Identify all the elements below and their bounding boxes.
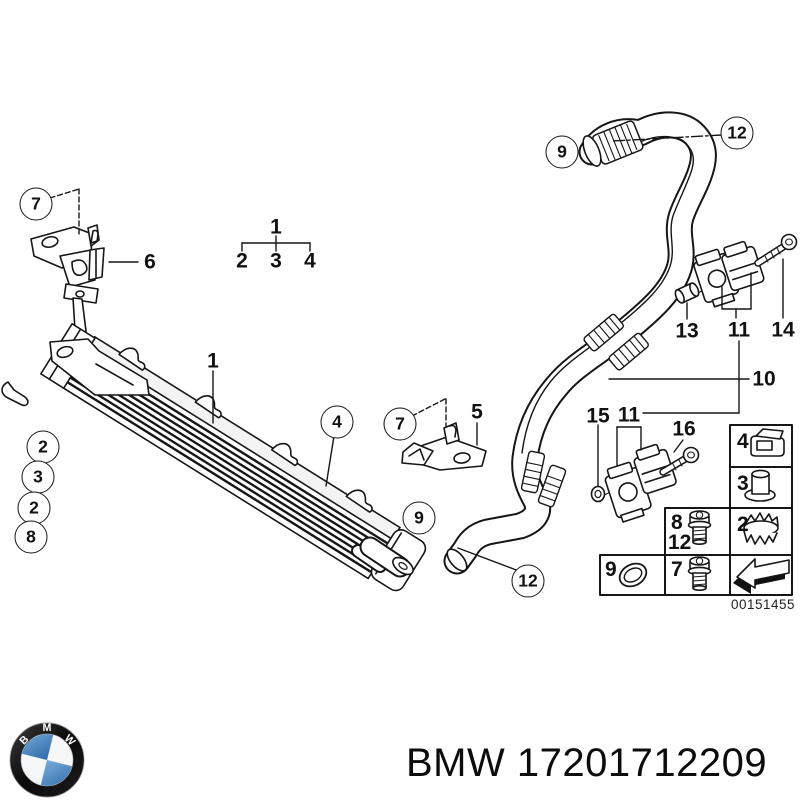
callout-9-top: 9	[545, 135, 579, 169]
star-nut-icon	[743, 512, 779, 545]
label-3-tree: 3	[270, 249, 282, 273]
label-6: 6	[144, 250, 156, 274]
callout-2-lower: 2	[17, 491, 51, 525]
label-2-tree: 2	[236, 249, 248, 273]
legend-num-9: 9	[605, 558, 617, 581]
label-4-tree: 4	[304, 249, 316, 273]
grommet-icon	[744, 469, 776, 502]
callout-3: 3	[21, 460, 55, 494]
direction-arrow-icon	[733, 558, 790, 594]
bolt-icon-7	[687, 556, 712, 591]
leader-lines	[49, 134, 784, 572]
legend-num-7: 7	[671, 558, 683, 581]
bolt-icon-8-12	[687, 510, 712, 545]
image-number: 00151455	[731, 597, 796, 612]
bolt-16-drawing	[659, 446, 700, 476]
cooler-spring-clips	[118, 347, 373, 513]
hose-pair-drawing	[443, 111, 717, 575]
cooler-pipe-stub	[351, 536, 414, 578]
part-number-title: BMW 17201712209	[406, 741, 768, 785]
callout-12-bottom: 12	[511, 564, 545, 598]
bolt-14-drawing	[754, 233, 798, 267]
callout-4: 4	[320, 405, 354, 439]
lower-clip-set-drawing	[590, 443, 700, 523]
legend-num-3: 3	[737, 472, 749, 495]
legend-num-4: 4	[737, 430, 749, 453]
callout-7-bracket5: 7	[383, 407, 417, 441]
callout-12-top: 12	[720, 116, 754, 150]
cage-nut-icon	[750, 428, 785, 457]
upper-clip-set-drawing	[674, 233, 798, 308]
bracket-6-drawing	[30, 224, 105, 337]
callout-7-bracket6: 7	[19, 187, 53, 221]
label-1-cooler: 1	[207, 349, 219, 373]
label-5: 5	[471, 400, 483, 424]
oil-cooler-drawing	[1, 323, 427, 592]
legend-num-12: 12	[668, 531, 692, 554]
callout-9-bottom: 9	[402, 501, 436, 535]
label-14: 14	[771, 318, 795, 342]
bmw-roundel-icon: B M W	[9, 722, 85, 798]
legend-num-8: 8	[671, 511, 683, 534]
label-13: 13	[675, 319, 699, 343]
callout-2-upper: 2	[26, 430, 60, 464]
bracket-5-drawing	[401, 422, 487, 471]
callout-8: 8	[14, 520, 48, 554]
label-11-upper: 11	[727, 318, 751, 342]
label-1-tree: 1	[270, 215, 282, 239]
legend-num-2: 2	[737, 513, 749, 536]
label-11-lower: 11	[617, 403, 641, 427]
label-15: 15	[586, 404, 610, 428]
svg-text:M: M	[43, 722, 52, 734]
label-16: 16	[672, 417, 696, 441]
label-10: 10	[752, 367, 776, 391]
o-ring-icon	[618, 562, 648, 588]
